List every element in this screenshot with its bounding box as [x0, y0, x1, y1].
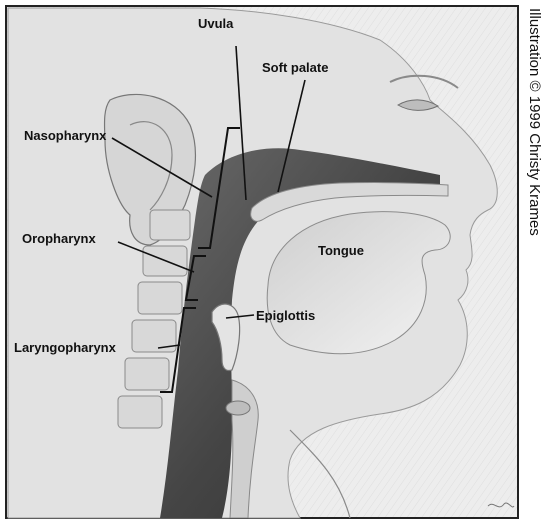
tongue-label: Tongue [318, 243, 364, 258]
epiglottis-label: Epiglottis [256, 308, 315, 323]
oropharynx-label: Oropharynx [22, 231, 96, 246]
soft-palate-label: Soft palate [262, 60, 328, 75]
illustration-credit: Illustration © 1999 Christy Krames [526, 8, 543, 236]
uvula-label: Uvula [198, 16, 234, 31]
nasopharynx-label: Nasopharynx [24, 128, 107, 143]
laryngopharynx-label: Laryngopharynx [14, 340, 117, 355]
laryngeal-cartilage [226, 401, 250, 415]
